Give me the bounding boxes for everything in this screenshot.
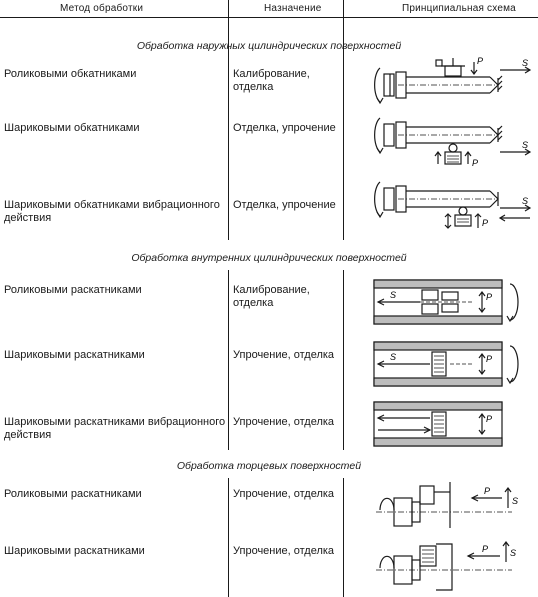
scheme-ball-internal: S P bbox=[373, 341, 519, 387]
force-label: P bbox=[486, 354, 492, 364]
purpose-cell: Упрочение, отделка bbox=[233, 545, 335, 557]
method-cell: Шариковыми раскатниками bbox=[4, 545, 145, 557]
scheme-ball-external: S P bbox=[374, 117, 532, 168]
method-cell: Роликовыми раскатниками bbox=[4, 488, 142, 500]
scheme-ball-face: P S bbox=[376, 541, 516, 591]
feed-label: S bbox=[522, 140, 528, 150]
column-divider bbox=[343, 478, 344, 597]
method-cell: Шариковыми раскатниками вибрационного де… bbox=[4, 416, 226, 441]
force-label: P bbox=[484, 486, 490, 496]
feed-label: S bbox=[522, 58, 528, 68]
feed-label: S bbox=[512, 496, 518, 506]
header-scheme: Принципиальная схема bbox=[402, 3, 516, 14]
force-label: P bbox=[486, 414, 492, 424]
feed-label: S bbox=[390, 352, 396, 362]
purpose-cell: Калибрование, отделка bbox=[233, 68, 310, 93]
force-label: P bbox=[486, 292, 492, 302]
purpose-cell: Упрочение, отделка bbox=[233, 416, 335, 428]
force-label: P bbox=[482, 544, 488, 554]
feed-label: S bbox=[390, 290, 396, 300]
purpose-cell: Упрочение, отделка bbox=[233, 349, 335, 361]
method-cell: Шариковыми обкатниками вибрационного дей… bbox=[4, 199, 220, 224]
roller bbox=[444, 65, 462, 77]
purpose-cell: Калибрование, отделка bbox=[233, 284, 310, 309]
purpose-cell: Упрочение, отделка bbox=[233, 488, 335, 500]
method-cell: Роликовыми обкатниками bbox=[4, 68, 137, 80]
column-divider bbox=[343, 0, 344, 240]
ball bbox=[448, 143, 458, 153]
header-method: Метод обработки bbox=[60, 3, 144, 14]
section-title: Обработка торцевых поверхностей bbox=[176, 460, 362, 472]
method-cell: Шариковыми раскатниками bbox=[4, 349, 145, 361]
scheme-roller-external: S P bbox=[374, 56, 532, 105]
scheme-roller-internal: S P bbox=[373, 279, 519, 325]
section-title: Обработка наружных цилиндрических поверх… bbox=[136, 40, 402, 52]
purpose-cell: Отделка, упрочение bbox=[233, 122, 336, 134]
column-divider bbox=[228, 478, 229, 597]
method-cell: Шариковыми обкатниками bbox=[4, 122, 140, 134]
force-label: P bbox=[477, 56, 483, 66]
header-rule bbox=[0, 17, 538, 18]
scheme-ball-internal-vibration: P bbox=[373, 401, 503, 447]
purpose-cell: Отделка, упрочение bbox=[233, 199, 336, 211]
force-label: P bbox=[482, 218, 488, 228]
column-divider bbox=[228, 270, 229, 450]
column-divider bbox=[343, 270, 344, 450]
scheme-ball-external-vibration: S P bbox=[374, 181, 532, 229]
header-purpose: Назначение bbox=[264, 3, 322, 14]
method-cell: Роликовыми раскатниками bbox=[4, 284, 142, 296]
section-title: Обработка внутренних цилиндрических пове… bbox=[131, 252, 407, 264]
force-label: P bbox=[472, 158, 478, 168]
feed-label: S bbox=[522, 196, 528, 206]
rotation-arrow bbox=[374, 67, 381, 103]
feed-label: S bbox=[510, 548, 516, 558]
column-divider bbox=[228, 0, 229, 240]
scheme-roller-face: P S bbox=[376, 482, 518, 528]
